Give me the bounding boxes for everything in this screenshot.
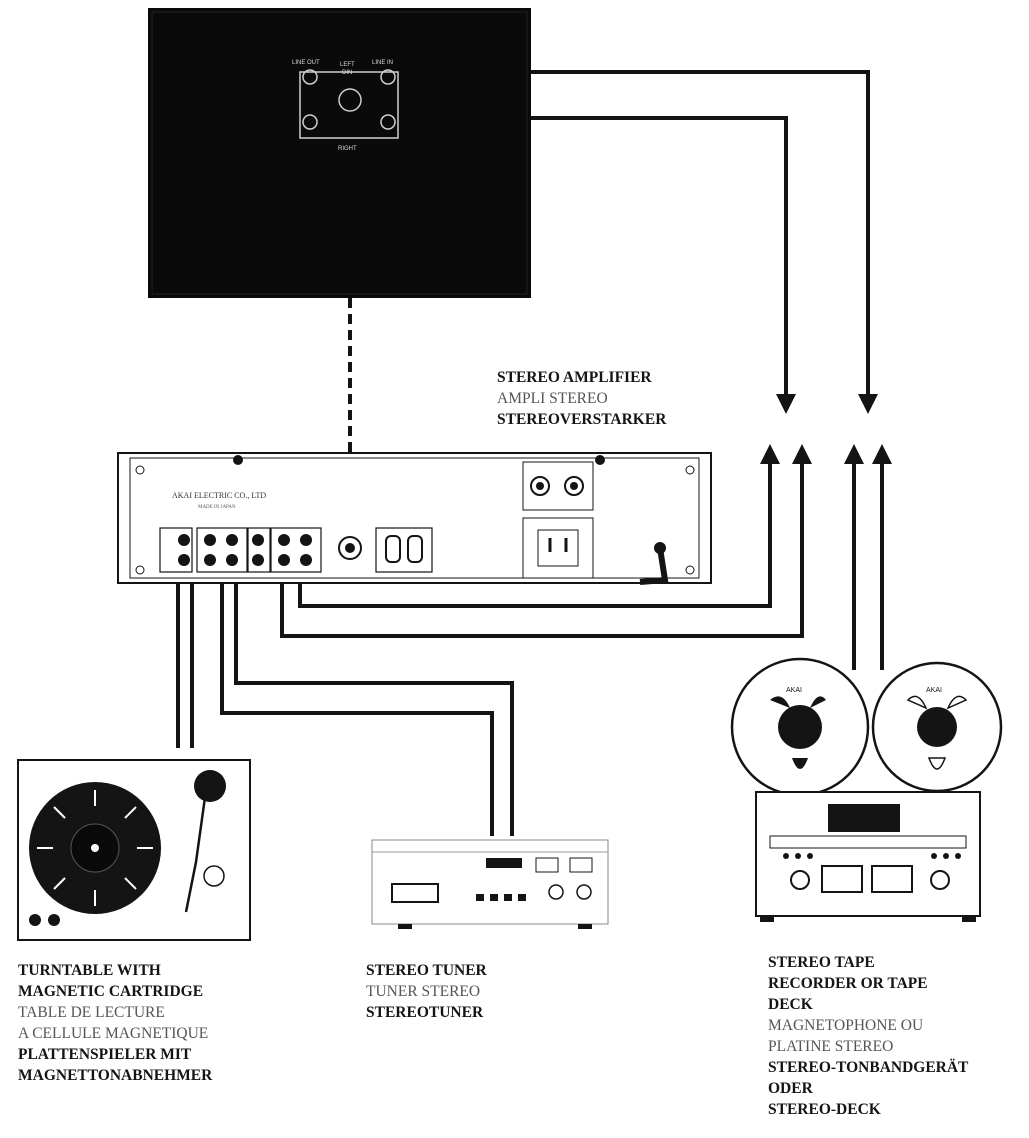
tape-deck-label-en-2: RECORDER OR TAPE xyxy=(768,975,928,992)
turntable-label: TURNTABLE WITH MAGNETIC CARTRIDGE TABLE … xyxy=(18,960,212,1086)
tape-deck-illustration: AKAI AKAI xyxy=(730,657,1003,922)
turntable-label-fr-2: A CELLULE MAGNETIQUE xyxy=(18,1025,209,1042)
tape-deck-label-en-3: DECK xyxy=(768,996,813,1013)
turntable-label-de-2: MAGNETTONABNEHMER xyxy=(18,1067,213,1084)
tuner-label-de: STEREOTUNER xyxy=(366,1004,484,1021)
tuner-label-fr: TUNER STEREO xyxy=(366,983,481,1000)
tuner-label-en: STEREO TUNER xyxy=(366,962,487,979)
tape-deck-label-de-2: ODER xyxy=(768,1080,813,1097)
tape-deck-label-en-1: STEREO TAPE xyxy=(768,954,875,971)
tape-deck-cables-up xyxy=(844,444,892,670)
top-unit-din-label: DIN xyxy=(342,70,352,76)
tape-deck-label-fr-2: PLATINE STEREO xyxy=(768,1038,894,1055)
turntable-label-en-1: TURNTABLE WITH xyxy=(18,962,161,979)
top-unit-line-out-label: LINE OUT xyxy=(292,60,320,66)
tape-deck-label-de-3: STEREO-DECK xyxy=(768,1101,881,1118)
tuner-label: STEREO TUNER TUNER STEREO STEREOTUNER xyxy=(366,960,487,1023)
amplifier-rear-panel: AKAI ELECTRIC CO., LTD MADE IN JAPAN xyxy=(117,452,712,585)
amplifier-maker-text: AKAI ELECTRIC CO., LTD xyxy=(172,491,266,500)
line-out-cables xyxy=(531,70,878,414)
turntable-illustration xyxy=(17,759,251,941)
turntable-label-en-2: MAGNETIC CARTRIDGE xyxy=(18,983,204,1000)
tape-deck-label: STEREO TAPE RECORDER OR TAPE DECK MAGNET… xyxy=(768,952,968,1120)
turntable-label-de-1: PLATTENSPIELER MIT xyxy=(18,1046,192,1063)
tuner-illustration xyxy=(371,839,609,929)
top-unit-line-in-label: LINE IN xyxy=(372,60,393,66)
amplifier-label-de: STEREOVERSTARKER xyxy=(497,411,667,428)
top-unit-panel: LINE OUT LEFT DIN LINE IN RIGHT xyxy=(148,8,531,298)
amp-to-tuner-cables xyxy=(220,552,514,836)
amplifier-made-text: MADE IN JAPAN xyxy=(198,505,236,510)
top-unit-left-label: LEFT xyxy=(340,62,355,68)
tape-deck-label-fr-1: MAGNETOPHONE OU xyxy=(768,1017,924,1034)
amplifier-label-fr: AMPLI STEREO xyxy=(497,390,608,407)
tape-deck-label-de-1: STEREO-TONBANDGERÄT xyxy=(768,1059,969,1076)
turntable-label-fr-1: TABLE DE LECTURE xyxy=(18,1004,165,1021)
tape-reel-brand-right: AKAI xyxy=(926,687,942,694)
tape-reel-brand-left: AKAI xyxy=(786,687,802,694)
top-unit-jack-panel xyxy=(299,69,399,139)
amplifier-label-en: STEREO AMPLIFIER xyxy=(497,369,652,386)
amplifier-label: STEREO AMPLIFIER AMPLI STEREO STEREOVERS… xyxy=(497,367,666,430)
top-unit-right-label: RIGHT xyxy=(338,146,357,152)
